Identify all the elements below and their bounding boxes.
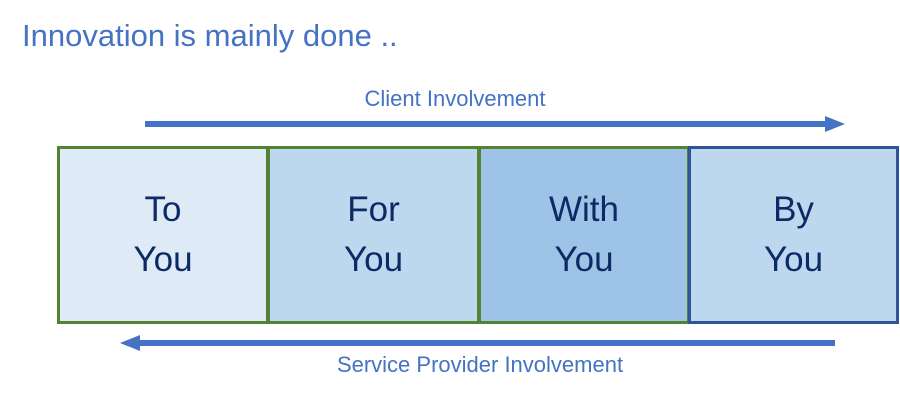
box-line: For bbox=[347, 190, 400, 229]
service-provider-involvement-label: Service Provider Involvement bbox=[336, 352, 624, 377]
page-title: Innovation is mainly done .. bbox=[22, 18, 398, 53]
box-line: You bbox=[133, 240, 193, 279]
box-line: You bbox=[763, 240, 824, 279]
box-line: You bbox=[554, 240, 614, 279]
box-line: To bbox=[144, 190, 182, 229]
box-line: With bbox=[549, 190, 619, 229]
client-involvement-arrow bbox=[145, 116, 845, 132]
client-involvement-label: Client Involvement bbox=[364, 86, 546, 111]
service-provider-involvement-arrow bbox=[120, 335, 835, 351]
box-line: You bbox=[343, 240, 404, 279]
box-line: By bbox=[773, 190, 814, 229]
